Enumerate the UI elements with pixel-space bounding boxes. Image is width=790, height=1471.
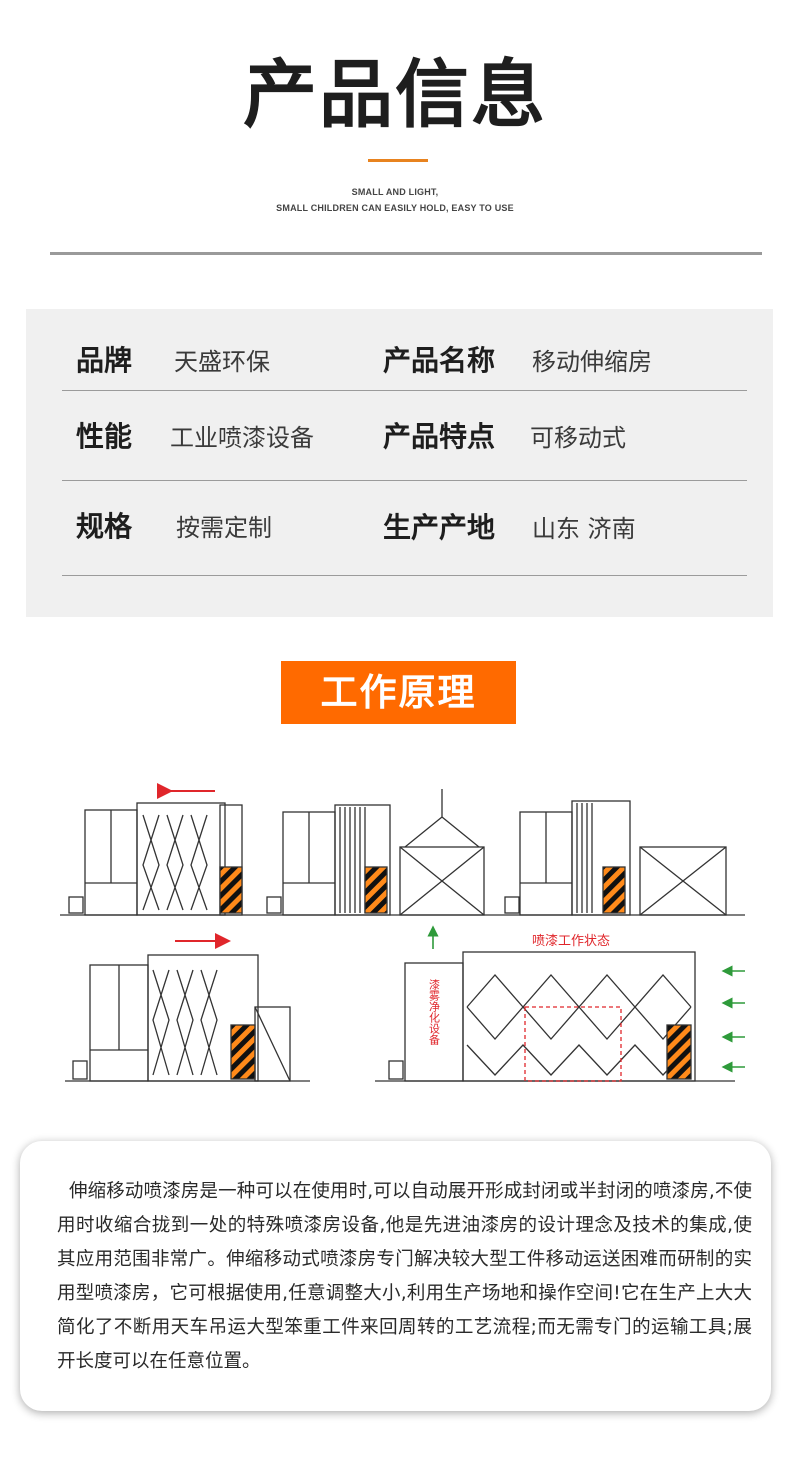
info-row-divider	[62, 480, 747, 481]
stage-5-diagram	[388, 925, 745, 1082]
info-value-performance: 工业喷漆设备	[170, 424, 314, 452]
page-title: 产品信息	[243, 52, 547, 138]
subtitle-line-2: SMALL CHILDREN CAN EASILY HOLD, EASY TO …	[276, 203, 514, 213]
section-divider	[50, 252, 762, 255]
info-value-brand: 天盛环保	[174, 348, 270, 376]
info-value-features: 可移动式	[530, 424, 626, 452]
stage-2-diagram	[266, 789, 485, 916]
product-info-panel: 品牌 天盛环保 产品名称 移动伸缩房 性能 工业喷漆设备 产品特点 可移动式 规…	[26, 309, 773, 617]
info-label-brand: 品牌	[76, 344, 133, 377]
title-underline	[368, 159, 428, 162]
section-title-badge: 工作原理	[281, 661, 516, 724]
info-label-origin: 生产产地	[383, 511, 496, 544]
info-label-spec: 规格	[76, 510, 133, 543]
purifier-unit-label: 漆雾净化设备	[428, 979, 441, 1046]
stage-1-diagram	[68, 783, 243, 916]
info-value-product-name: 移动伸缩房	[532, 348, 652, 376]
info-row-divider	[62, 575, 747, 576]
info-row-divider	[62, 390, 747, 391]
info-value-spec: 按需定制	[176, 514, 272, 542]
description-text: 伸缩移动喷漆房是一种可以在使用时,可以自动展开形成封闭或半封闭的喷漆房,不使用时…	[57, 1181, 752, 1372]
working-state-label: 喷漆工作状态	[532, 933, 610, 949]
subtitle-line-1: SMALL AND LIGHT,	[351, 187, 439, 197]
description-card: 伸缩移动喷漆房是一种可以在使用时,可以自动展开形成封闭或半封闭的喷漆房,不使用时…	[20, 1141, 771, 1411]
info-label-performance: 性能	[76, 420, 133, 453]
stage-3-diagram	[504, 800, 727, 916]
info-label-product-name: 产品名称	[383, 344, 496, 377]
working-principle-diagram: 喷漆工作状态 漆雾净化设备	[60, 783, 745, 1082]
info-value-origin: 山东 济南	[532, 515, 636, 543]
stage-4-diagram	[72, 933, 291, 1082]
info-label-features: 产品特点	[383, 420, 496, 453]
